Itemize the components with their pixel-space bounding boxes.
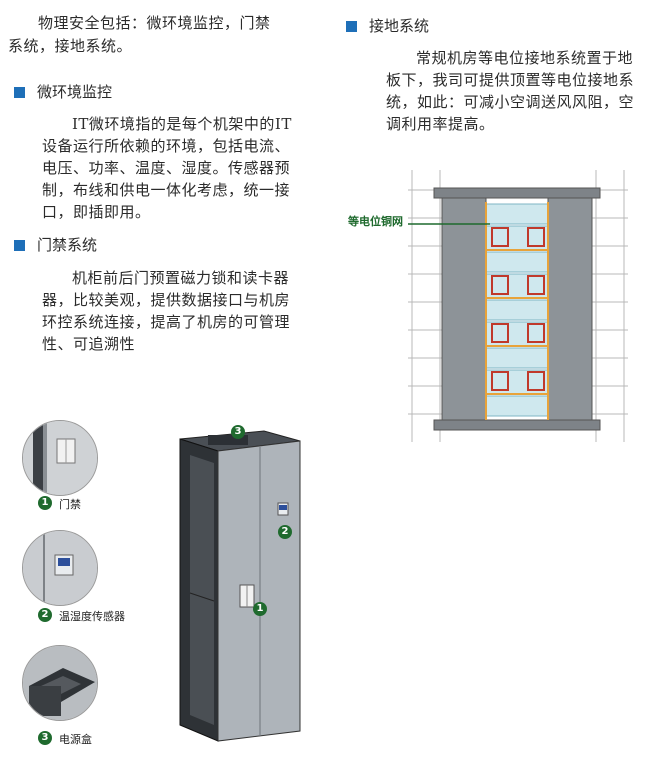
grounding-line-4: 调利用率提高。	[386, 115, 495, 133]
access-line-3: 环控系统连接，提高了机房的可管理	[42, 313, 291, 331]
callout-caption-door: 门禁	[59, 498, 81, 511]
bullet-square-icon	[346, 20, 357, 32]
micro-env-title: 微环境监控	[37, 83, 113, 101]
callout-caption-sensor: 温湿度传感器	[59, 610, 125, 623]
cabinet-marker-3: 3	[231, 425, 245, 439]
micro-env-line-1: IT微环境指的是每个机架中的IT	[72, 115, 292, 133]
micro-env-line-2: 设备运行所依赖的环境，包括电流、	[42, 137, 291, 155]
intro-line-1: 物理安全包括：微环境监控，门禁	[38, 14, 271, 32]
callout-number-3: 3	[38, 731, 52, 745]
callout-door-lock	[22, 420, 98, 496]
grounding-heading: 接地系统	[346, 16, 429, 36]
micro-env-line-4: 制，布线和供电一体化考虑，统一接	[42, 181, 291, 199]
access-heading: 门禁系统	[14, 235, 97, 255]
callout-number-2: 2	[38, 608, 52, 622]
grounding-line-1: 常规机房等电位接地系统置于地	[416, 49, 634, 67]
copper-mesh-label: 等电位铜网	[348, 215, 403, 228]
intro-line-2: 系统，接地系统。	[8, 37, 133, 55]
cabinet-illustration	[179, 430, 301, 742]
micro-env-line-3: 电压、功率、温度、湿度。传感器预	[42, 159, 291, 177]
grounding-line-3: 统，如此：可减小空调送风风阻，空	[386, 93, 635, 111]
grounding-diagram	[408, 170, 628, 442]
grounding-title: 接地系统	[369, 17, 430, 35]
access-line-2: 器，比较美观，提供数据接口与机房	[42, 291, 291, 309]
callout-caption-power: 电源盒	[59, 733, 92, 746]
grounding-line-2: 板下，我司可提供顶置等电位接地系	[386, 71, 635, 89]
callout-number-1: 1	[38, 496, 52, 510]
cabinet-marker-2: 2	[278, 525, 292, 539]
access-line-4: 性、可追溯性	[42, 335, 136, 353]
micro-env-line-5: 口，即插即用。	[42, 203, 151, 221]
bullet-square-icon	[14, 239, 25, 251]
access-title: 门禁系统	[37, 236, 98, 254]
callout-sensor	[22, 530, 98, 606]
callout-power-box	[22, 645, 98, 721]
access-line-1: 机柜前后门预置磁力锁和读卡器	[72, 269, 290, 287]
bullet-square-icon	[14, 86, 25, 98]
micro-env-heading: 微环境监控	[14, 82, 112, 102]
cabinet-marker-1: 1	[253, 602, 267, 616]
